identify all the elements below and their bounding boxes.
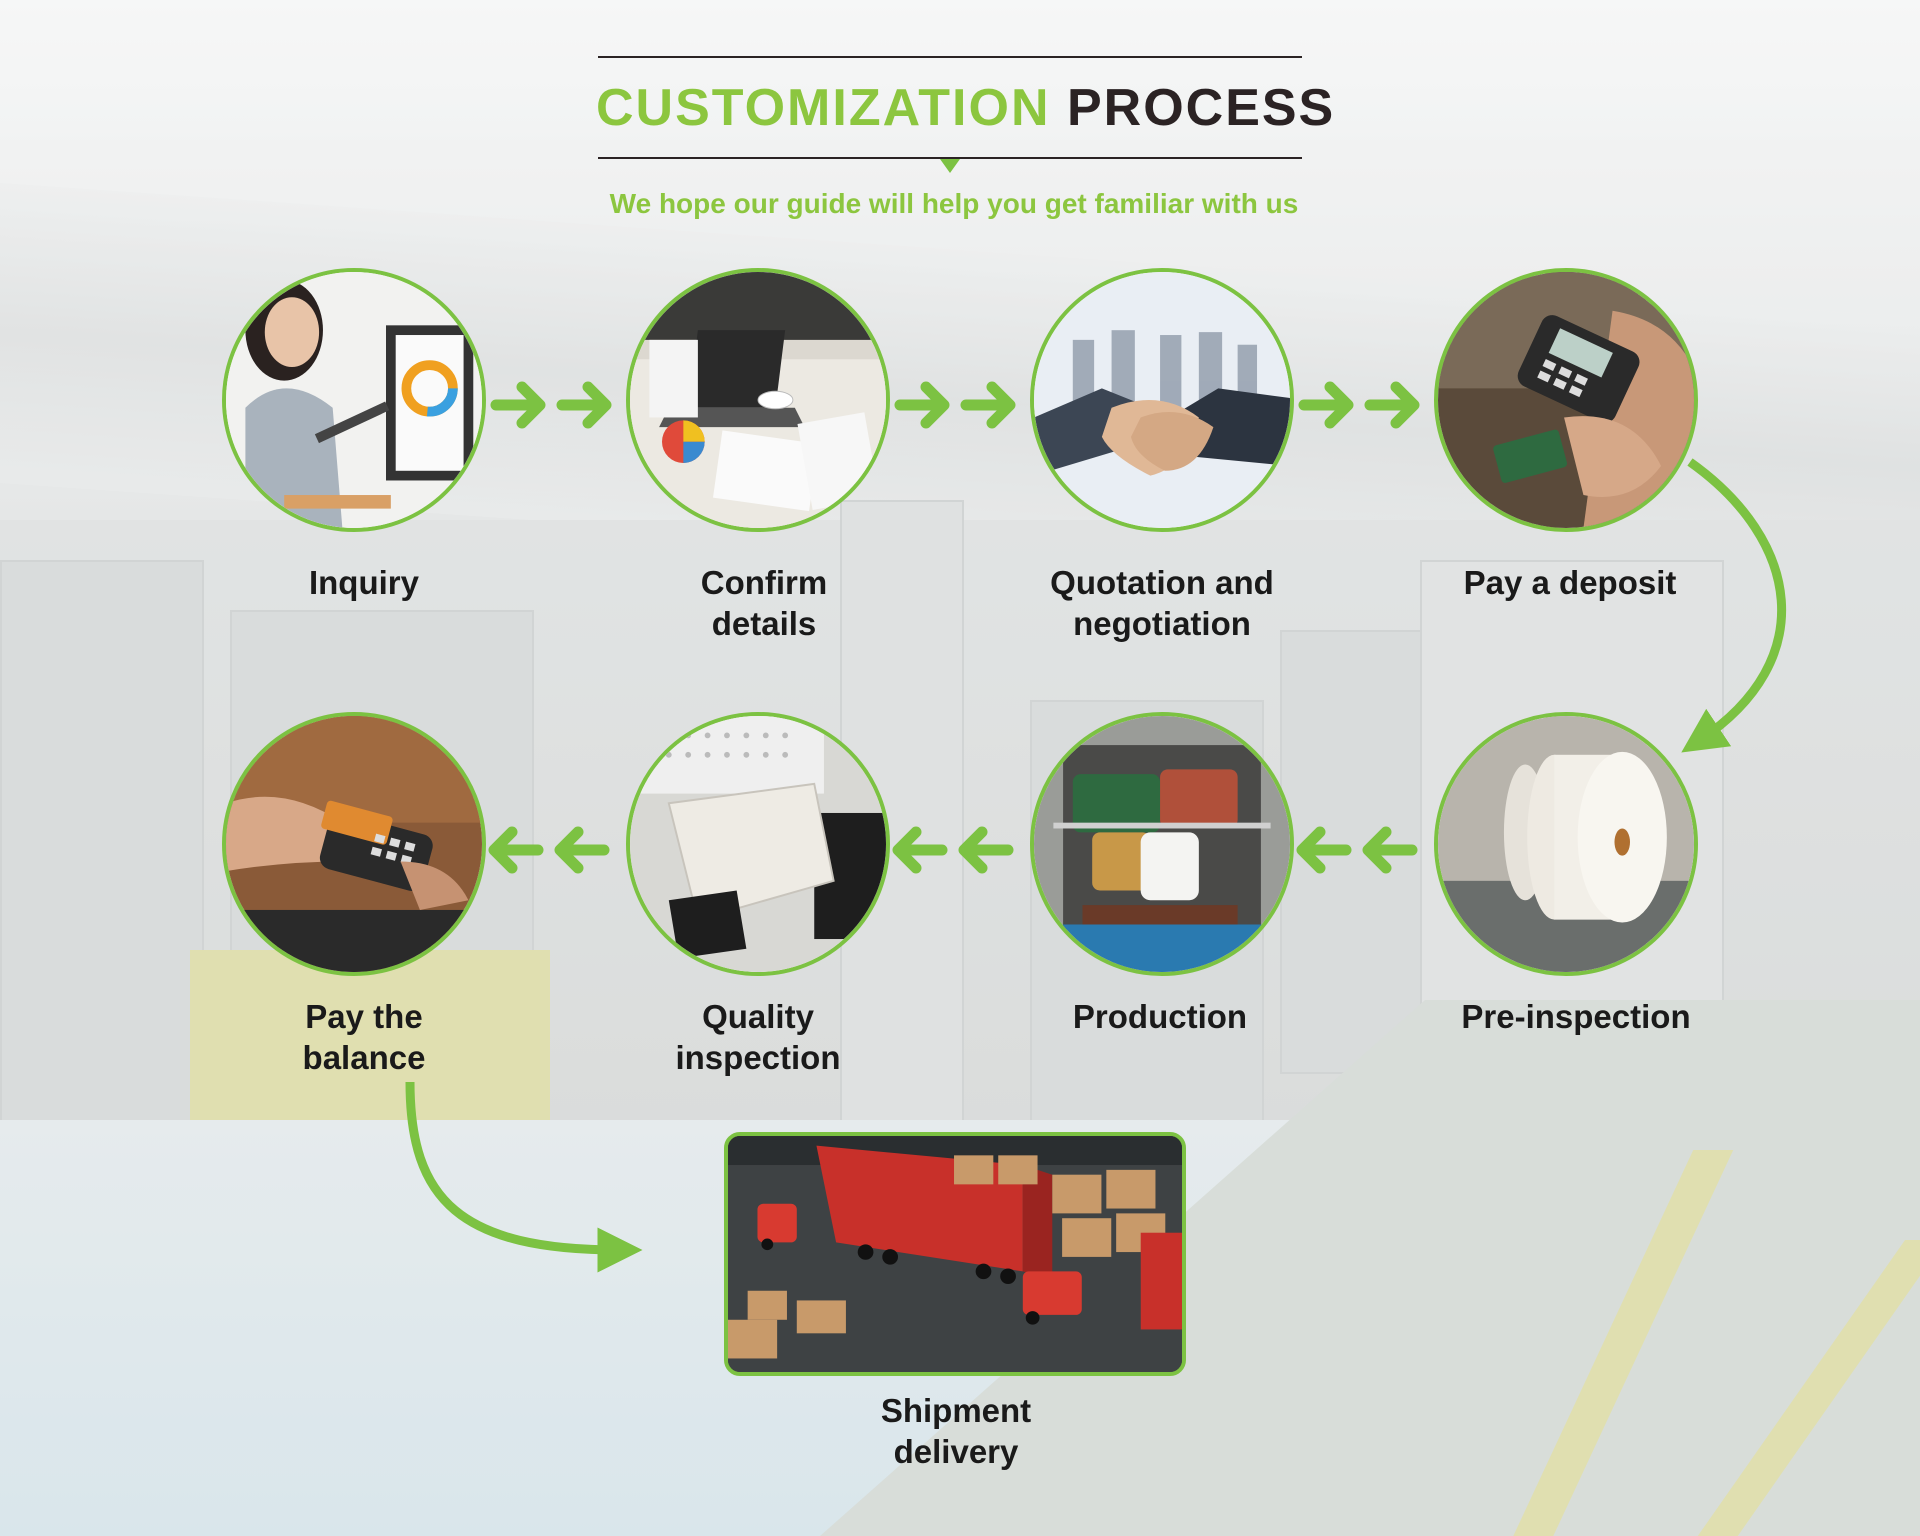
step-pay-deposit xyxy=(1434,268,1698,532)
step-label-line: delivery xyxy=(893,1433,1019,1470)
step-label-confirm-details: Confirm details xyxy=(614,562,914,644)
step-quotation-negotiation xyxy=(1030,268,1294,532)
step-label-quotation-negotiation: Quotation and negotiation xyxy=(1012,562,1312,644)
header-pointer-icon xyxy=(940,159,960,173)
card-terminal-photo xyxy=(1438,272,1694,528)
step-label-line: Quality xyxy=(702,998,814,1035)
step-label-line: balance xyxy=(302,1039,426,1076)
step-label-pre-inspection: Pre-inspection xyxy=(1426,996,1726,1037)
cardboard-box-photo xyxy=(630,716,886,972)
handshake-photo xyxy=(1034,272,1290,528)
step-production xyxy=(1030,712,1294,976)
step-pre-inspection xyxy=(1434,712,1698,976)
step-label-line: inspection xyxy=(675,1039,841,1076)
step-label-shipment-delivery: Shipment delivery xyxy=(806,1390,1106,1472)
step-label-line: Confirm xyxy=(700,564,828,601)
step-label-production: Production xyxy=(1010,996,1310,1037)
payment-terminal-photo xyxy=(226,716,482,972)
step-label-line: Pay a deposit xyxy=(1463,564,1677,601)
step-label-line: Shipment xyxy=(880,1392,1032,1429)
step-pay-balance xyxy=(222,712,486,976)
header-top-rule xyxy=(598,56,1302,58)
title-dark-part: PROCESS xyxy=(1066,79,1336,137)
step-inquiry xyxy=(222,268,486,532)
step-label-quality-inspection: Quality inspection xyxy=(608,996,908,1078)
step-label-line: Quotation and xyxy=(1050,564,1274,601)
step-label-line: negotiation xyxy=(1073,605,1251,642)
page-subtitle: We hope our guide will help you get fami… xyxy=(609,188,1299,219)
step-label-inquiry: Inquiry xyxy=(214,562,514,603)
page-title: CUSTOMIZATION PROCESS xyxy=(596,78,1333,138)
header-bottom-rule xyxy=(598,157,1302,159)
woman-with-tablet-photo xyxy=(226,272,482,528)
printing-machine-photo xyxy=(1034,716,1290,972)
step-label-pay-deposit: Pay a deposit xyxy=(1420,562,1720,603)
step-shipment-delivery xyxy=(724,1132,1186,1376)
step-label-line: Pay the xyxy=(305,998,423,1035)
step-quality-inspection xyxy=(626,712,890,976)
step-label-line: Pre-inspection xyxy=(1461,998,1691,1035)
step-label-line: details xyxy=(711,605,817,642)
laptop-desk-photo xyxy=(630,272,886,528)
truck-loading-photo xyxy=(728,1136,1182,1372)
step-label-line: Production xyxy=(1072,998,1248,1035)
step-confirm-details xyxy=(626,268,890,532)
step-label-line: Inquiry xyxy=(308,564,419,601)
paper-rolls-photo xyxy=(1438,716,1694,972)
step-label-pay-balance: Pay the balance xyxy=(214,996,514,1078)
title-green-part: CUSTOMIZATION xyxy=(596,79,1051,137)
